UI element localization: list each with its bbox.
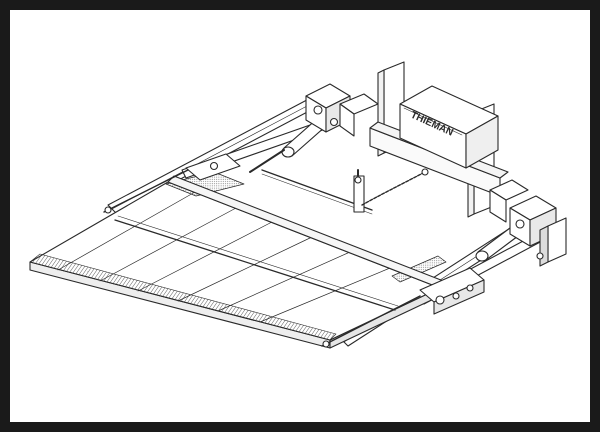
platform-bracket-left [103, 153, 241, 214]
pivot-block-right [489, 179, 567, 267]
platform [29, 171, 447, 349]
pivot-block-left [305, 83, 379, 137]
platform-bracket-right [321, 267, 485, 348]
pump-box [399, 85, 499, 169]
hydraulic-cylinder-left [249, 117, 327, 173]
torsion-linkage [261, 168, 429, 215]
